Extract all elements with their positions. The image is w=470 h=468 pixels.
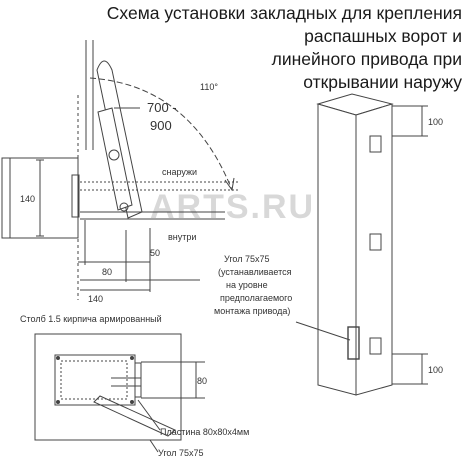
range-label-bottom: 900 xyxy=(150,118,172,133)
outside-label: снаружи xyxy=(162,167,197,177)
title-line-3: линейного привода при xyxy=(271,49,462,69)
post-isometric xyxy=(295,93,428,396)
angle-note-line-5: монтажа привода) xyxy=(214,306,290,316)
section-dim-80: 80 xyxy=(197,376,207,386)
dim-50: 50 xyxy=(150,248,160,258)
brick-post-outline xyxy=(34,333,182,441)
title-line-1: Схема установки закладных для крепления xyxy=(106,3,462,23)
angle-steel xyxy=(347,326,360,360)
post-dim-bottom: 100 xyxy=(428,365,443,375)
post-dim-top: 100 xyxy=(428,117,443,127)
title-line-2: распашных ворот и xyxy=(304,26,462,46)
angle-note-line-1: Угол 75х75 xyxy=(224,254,269,264)
embed-plate-top xyxy=(369,135,382,153)
top-view xyxy=(1,40,240,300)
plate-label: Пластина 80х80х4мм xyxy=(160,427,249,437)
angle-label: 110° xyxy=(200,82,218,92)
post-core xyxy=(54,354,136,406)
angle-note-line-3: на уровне xyxy=(226,280,268,290)
angle-note-line-2: (устанавливается xyxy=(218,267,292,277)
embed-plate-middle xyxy=(369,233,382,251)
dim-140-vertical: 140 xyxy=(20,194,35,204)
angle-note-line-4: предполагаемого xyxy=(220,293,292,303)
section-view xyxy=(34,333,205,453)
dim-140-horizontal: 140 xyxy=(88,294,103,304)
section-plate xyxy=(134,362,142,398)
watermark: ARTS.RU xyxy=(150,188,315,226)
range-label-top: 700 - xyxy=(147,100,177,115)
section-angle-label: Угол 75х75 xyxy=(158,448,203,458)
inside-label: внутри xyxy=(168,232,196,242)
embed-plate-bottom xyxy=(369,337,382,355)
section-caption: Столб 1.5 кирпича армированный xyxy=(20,314,162,324)
dim-80: 80 xyxy=(102,267,112,277)
title-line-4: открывании наружу xyxy=(303,72,462,92)
